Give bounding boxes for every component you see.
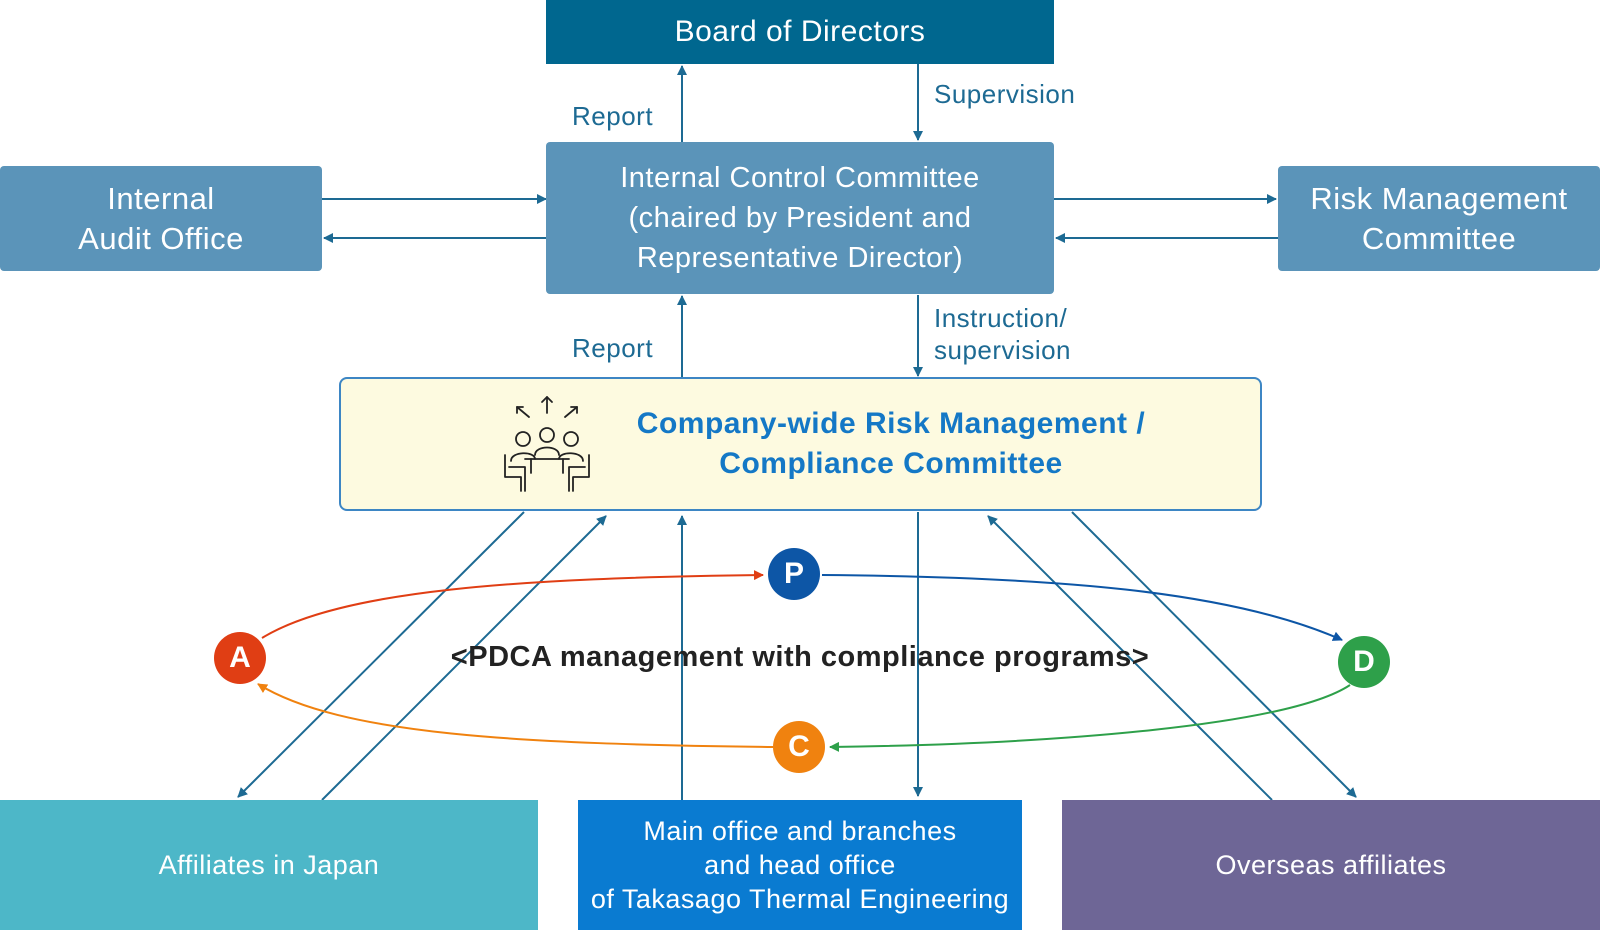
pdca-check-circle: C (773, 721, 825, 773)
risk-committee-line1: Risk Management (1310, 180, 1568, 216)
main-office-line2: and head office (704, 850, 896, 880)
company-committee-line2: Compliance Committee (719, 447, 1063, 480)
affiliates-japan-box: Affiliates in Japan (0, 800, 538, 930)
risk-management-committee-box: Risk Management Committee (1278, 166, 1600, 271)
japan-to-committee-arrow (321, 515, 607, 801)
company-committee-line1: Company-wide Risk Management / (636, 407, 1146, 440)
audit-office-line2: Audit Office (78, 220, 244, 256)
committee-to-overseas-arrow (1071, 511, 1357, 798)
report-label-top: Report (572, 101, 654, 131)
pdca-arc-d-to-c (829, 684, 1351, 752)
board-title: Board of Directors (674, 15, 926, 48)
risk-committee-line2: Committee (1361, 220, 1517, 256)
internal-audit-office-box: Internal Audit Office (0, 166, 322, 271)
main-office-line1: Main office and branches (643, 816, 957, 846)
internal-control-line2: (chaired by President and (628, 202, 972, 234)
overseas-to-committee-arrow (987, 515, 1273, 801)
instruction-label-line1: Instruction/ (934, 303, 1068, 333)
internal-control-line1: Internal Control Committee (620, 162, 980, 194)
affiliates-japan-label: Affiliates in Japan (158, 850, 380, 880)
pdca-title: <PDCA management with compliance program… (450, 641, 1150, 673)
pdca-a-label: A (229, 641, 251, 674)
pdca-c-label: C (788, 730, 810, 763)
supervision-label: Supervision (934, 79, 1076, 109)
main-office-box: Main office and branches and head office… (578, 800, 1022, 930)
instruction-label-line2: supervision (934, 335, 1072, 365)
internal-control-committee-box: Internal Control Committee (chaired by P… (546, 142, 1054, 294)
committee-to-japan-arrow (237, 511, 525, 798)
pdca-do-circle: D (1338, 636, 1390, 688)
overseas-affiliates-box: Overseas affiliates (1062, 800, 1600, 930)
pdca-plan-circle: P (768, 548, 820, 600)
meeting-icon (504, 396, 590, 492)
board-of-directors-box: Board of Directors (546, 0, 1054, 64)
instruction-label: Instruction/ supervision (934, 302, 1071, 366)
pdca-act-circle: A (214, 632, 266, 684)
audit-office-line1: Internal (107, 180, 215, 216)
internal-control-line3: Representative Director) (636, 242, 964, 274)
pdca-arc-p-to-d (821, 574, 1343, 641)
pdca-arc-a-to-p (261, 570, 764, 639)
report-label-mid: Report (572, 333, 654, 363)
pdca-p-label: P (783, 557, 804, 590)
overseas-affiliates-label: Overseas affiliates (1215, 850, 1447, 880)
pdca-d-label: D (1353, 645, 1375, 678)
pdca-arc-c-to-a (257, 683, 774, 748)
company-wide-committee-box: Company-wide Risk Management / Complianc… (339, 377, 1262, 511)
main-office-line3: of Takasago Thermal Engineering (590, 884, 1010, 914)
company-committee-title: Company-wide Risk Management / Complianc… (591, 379, 1191, 509)
